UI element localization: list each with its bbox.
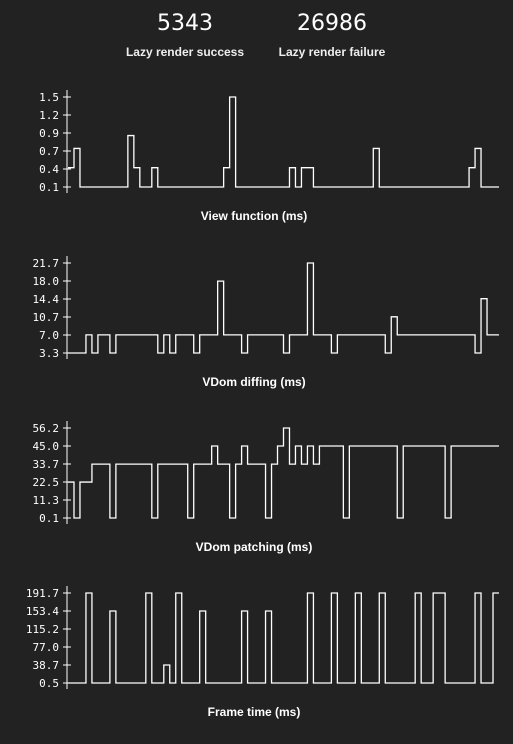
y-tick-label: 14.4 [33, 293, 60, 306]
lazy-render-failure-stat: 26986 Lazy render failure [247, 10, 417, 59]
y-tick-label: 1.2 [39, 109, 59, 122]
y-tick-label: 115.2 [26, 623, 59, 636]
series-line [68, 427, 499, 519]
lazy-render-success-label: Lazy render success [125, 45, 245, 59]
y-tick-label: 191.7 [26, 587, 59, 600]
y-tick-label: 18.0 [33, 275, 60, 288]
y-tick-label: 77.0 [33, 641, 60, 654]
x-axis-label: VDom patching (ms) [196, 540, 313, 554]
y-tick-label: 153.4 [26, 605, 59, 618]
y-tick-label: 3.3 [39, 347, 59, 360]
x-axis-label: Frame time (ms) [208, 705, 301, 719]
y-tick-label: 56.2 [33, 422, 60, 435]
y-tick-label: 10.7 [33, 311, 60, 324]
series-line [68, 592, 499, 684]
y-tick-label: 11.3 [33, 494, 60, 507]
y-tick-label: 45.0 [33, 440, 60, 453]
y-tick-label: 33.7 [33, 458, 60, 471]
y-tick-label: 21.7 [33, 257, 60, 270]
lazy-render-failure-value: 26986 [297, 11, 367, 36]
lazy-render-stats: 5343 Lazy render success 26986 Lazy rend… [0, 10, 513, 70]
y-tick-label: 7.0 [39, 329, 59, 342]
y-tick-label: 0.7 [39, 145, 59, 158]
y-tick-label: 1.5 [39, 91, 59, 104]
y-tick-label: 0.4 [39, 163, 59, 176]
x-axis-label: View function (ms) [201, 209, 307, 223]
y-tick-label: 0.1 [39, 181, 59, 194]
y-tick-label: 22.5 [33, 476, 60, 489]
series-line [68, 262, 499, 354]
x-axis-label: VDom diffing (ms) [202, 375, 305, 389]
y-tick-label: 0.5 [39, 677, 59, 690]
lazy-render-success-stat: 5343 Lazy render success [100, 10, 270, 59]
lazy-render-failure-label: Lazy render failure [278, 45, 386, 59]
series-line [68, 96, 499, 188]
y-tick-label: 0.9 [39, 127, 59, 140]
lazy-render-success-value: 5343 [157, 11, 213, 36]
y-tick-label: 0.1 [39, 512, 59, 525]
y-tick-label: 38.7 [33, 659, 60, 672]
